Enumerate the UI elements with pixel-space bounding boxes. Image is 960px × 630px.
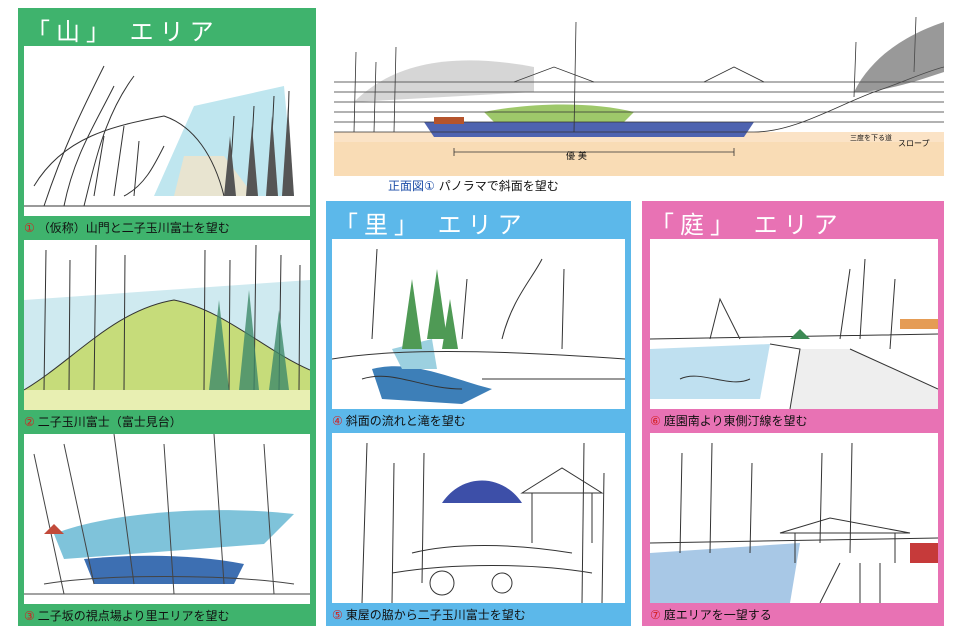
panorama-label-b: 三度を下る道 xyxy=(850,134,892,142)
view-2-text: 二子玉川富士（富士見台） xyxy=(37,415,182,429)
view-6-text: 庭園南より東側汀線を望む xyxy=(663,414,808,428)
village-area-title: 「里」 エリア xyxy=(334,211,528,239)
sketch-view-2 xyxy=(24,240,310,410)
view-7-number: ⑦ xyxy=(650,608,661,622)
view-4-text: 斜面の流れと滝を望む xyxy=(345,414,466,428)
view-1-number: ① xyxy=(24,221,35,235)
panorama-label-c: スロープ xyxy=(898,139,930,148)
sketch-view-6 xyxy=(650,239,938,409)
view-5-text: 東屋の脇から二子玉川富士を望む xyxy=(345,608,526,622)
sketch-view-3 xyxy=(24,434,310,604)
view-1-text: （仮称）山門と二子玉川富士を望む xyxy=(37,221,230,235)
panorama-caption-number: 正面図① xyxy=(388,179,435,193)
panorama-label-a: 優 美 xyxy=(566,152,587,162)
view-3-number: ③ xyxy=(24,609,35,623)
view-2-number: ② xyxy=(24,415,35,429)
view-6-number: ⑥ xyxy=(650,414,661,428)
mountain-area-title: 「山」 エリア xyxy=(26,18,220,46)
view-7-text: 庭エリアを一望する xyxy=(663,608,772,622)
garden-area-title: 「庭」 エリア xyxy=(650,211,844,239)
view-5-number: ⑤ xyxy=(332,608,343,622)
view-4-number: ④ xyxy=(332,414,343,428)
view-3-text: 二子坂の視点場より里エリアを望む xyxy=(37,609,230,623)
sketch-view-1 xyxy=(24,46,310,216)
sketch-view-4 xyxy=(332,239,625,409)
panorama-caption-text: パノラマで斜面を望む xyxy=(438,179,559,193)
sketch-view-5 xyxy=(332,433,625,603)
caption-view-1: ①（仮称）山門と二子玉川富士を望む xyxy=(24,220,230,236)
mountain-area-panel: 「山」 エリア ①（仮称）山門と二子玉川富士を望む xyxy=(18,8,316,626)
panorama-sketch xyxy=(334,12,944,176)
sketch-view-7 xyxy=(650,433,938,603)
